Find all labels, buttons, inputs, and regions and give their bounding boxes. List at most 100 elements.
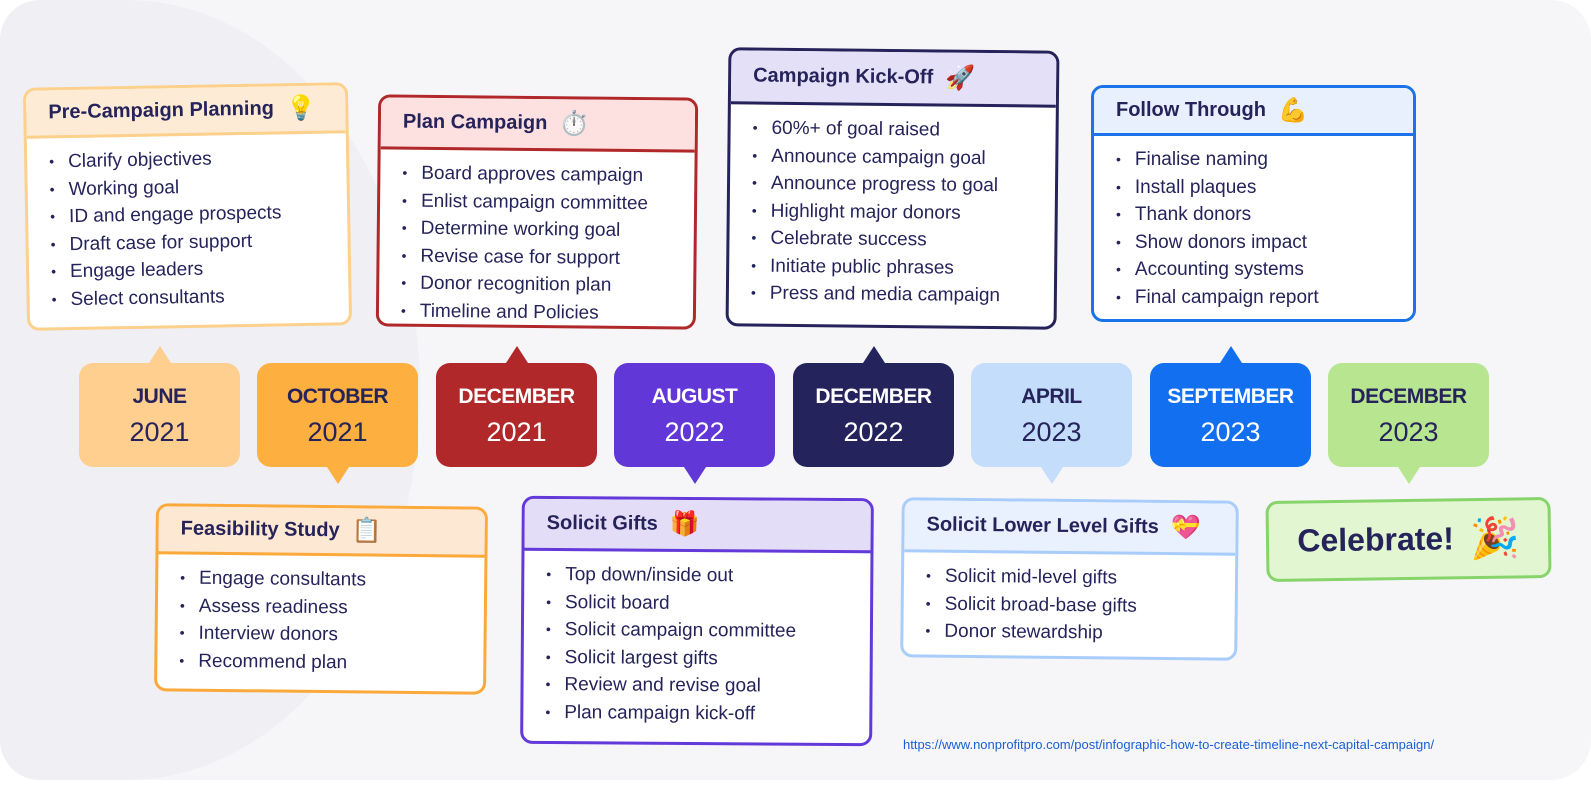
bullet: • — [1116, 233, 1121, 250]
celebrate-card: Celebrate! 🎉 — [1265, 497, 1552, 582]
date-year: 2023 — [1200, 417, 1261, 447]
phase-task: •Solicit campaign committee — [546, 616, 848, 646]
pointer-arrow — [863, 346, 885, 363]
phase-task: •Finalise naming — [1116, 146, 1391, 174]
date-marker: DECEMBER 2021 — [436, 346, 597, 467]
task-text: Engage leaders — [69, 258, 204, 283]
phase-task: •Revise case for support — [401, 242, 671, 272]
task-text: Solicit largest gifts — [564, 646, 718, 669]
bullet: • — [546, 565, 552, 582]
phase-task: •Install plaques — [1116, 174, 1391, 202]
pointer-arrow — [149, 346, 171, 363]
task-list: •Clarify objectives•Working goal•ID and … — [27, 133, 349, 314]
card-header: Solicit Gifts 🎁 — [524, 498, 871, 554]
clipboard-icon: 📋 — [351, 517, 382, 545]
task-text: Final campaign report — [1134, 286, 1319, 308]
bullet: • — [1116, 288, 1121, 305]
pointer-arrow — [1398, 467, 1420, 484]
card-title: Pre-Campaign Planning — [48, 97, 275, 124]
date-year: 2021 — [307, 417, 368, 447]
bullet: • — [400, 302, 406, 319]
task-list: • Engage consultants • Assess readiness•Int… — [157, 554, 484, 677]
phase-task: •Donor recognition plan — [401, 270, 671, 300]
bullet: • — [180, 569, 186, 586]
phase-task: •Determine working goal — [402, 215, 672, 245]
task-text: Donor recognition plan — [420, 272, 612, 296]
date-month: SEPTEMBER — [1167, 385, 1294, 408]
rocket-icon: 🚀 — [945, 64, 976, 92]
task-text: Working goal — [68, 176, 180, 200]
task-text: Engage consultants — [199, 567, 367, 591]
task-text: Donor stewardship — [944, 620, 1103, 644]
phase-card: Solicit Lower Level Gifts 💝•Solicit mid-… — [900, 497, 1239, 661]
phase-task: • 60%+ of goal raised — [752, 115, 1033, 145]
bullet: • — [49, 180, 55, 197]
task-text: 60%+ of goal raised — [771, 117, 941, 141]
phase-task: • Announce campaign goal — [752, 142, 1033, 172]
task-text: Assess readiness — [198, 595, 348, 618]
phase-task: •Highlight major donors — [752, 197, 1033, 227]
date-year: 2021 — [486, 417, 547, 447]
task-text: Highlight major donors — [770, 200, 961, 224]
task-text: Solicit mid-level gifts — [944, 565, 1118, 589]
task-text: Initiate public phrases — [769, 255, 954, 279]
phase-card: Feasibility Study 📋 • Engage consultants • A… — [154, 503, 488, 695]
task-text: Press and media campaign — [769, 282, 1001, 307]
card-header: Follow Through 💪 — [1094, 88, 1413, 136]
bullet: • — [545, 620, 551, 637]
bullet: • — [751, 229, 757, 246]
task-text: Clarify objectives — [67, 148, 212, 173]
phase-task: •Board approves campaign — [402, 160, 672, 190]
date-marker: DECEMBER 2023 — [1328, 363, 1489, 484]
card-title: Feasibility Study — [180, 517, 340, 542]
gift-icon: 🎁 — [669, 510, 700, 539]
card-title: Follow Through — [1116, 99, 1266, 121]
phase-task: • Solicit mid-level gifts — [926, 562, 1213, 593]
phase-task: •Interview donors — [179, 620, 461, 650]
phase-task: •Enlist campaign committee — [402, 187, 672, 217]
heart-ribbon-icon: 💝 — [1170, 514, 1201, 542]
date-month: JUNE — [132, 385, 187, 408]
bullet: • — [750, 284, 756, 301]
bullet: • — [179, 652, 185, 669]
source-link[interactable]: https://www.nonprofitpro.com/post/infogr… — [903, 737, 1435, 752]
date-month: DECEMBER — [1350, 385, 1467, 408]
pointer-arrow — [1041, 467, 1063, 484]
bullet: • — [1116, 261, 1121, 277]
date-marker: APRIL 2023 — [971, 363, 1132, 484]
bullet: • — [752, 147, 758, 164]
card-header: Campaign Kick-Off 🚀 — [730, 50, 1057, 108]
bullet: • — [1116, 206, 1121, 222]
task-text: Plan campaign kick-off — [564, 701, 756, 724]
phase-task: •Show donors impact — [1116, 229, 1391, 257]
bullet: • — [545, 703, 551, 720]
date-year: 2023 — [1021, 417, 1082, 447]
card-header: Pre-Campaign Planning 💡 — [25, 85, 346, 139]
phase-task: • Plan campaign kick-off — [545, 698, 847, 728]
phase-card: Plan Campaign ⏱️•Board approves campaign… — [375, 94, 699, 330]
phase-task: •Top down/inside out — [546, 561, 848, 591]
bullet: • — [545, 648, 551, 665]
task-list: •Top down/inside out•Solicit board•Solic… — [523, 551, 870, 728]
phase-task: •Celebrate success — [751, 225, 1032, 255]
bullet: • — [752, 119, 758, 136]
flexed-biceps-icon: 💪 — [1277, 97, 1308, 124]
task-text: Finalise naming — [1134, 149, 1268, 170]
task-text: Review and revise goal — [564, 674, 761, 697]
task-text: Determine working goal — [420, 217, 621, 241]
phase-task: •Review and revise goal — [545, 671, 847, 701]
task-text: Announce campaign goal — [771, 145, 986, 169]
bullet: • — [925, 567, 932, 584]
task-text: Install plaques — [1134, 176, 1257, 198]
task-text: Recommend plan — [198, 650, 348, 673]
pointer-arrow — [1220, 346, 1242, 363]
pointer-arrow — [327, 467, 349, 484]
date-year: 2022 — [843, 417, 904, 447]
task-text: ID and engage prospects — [68, 202, 282, 228]
phase-task: • Engage consultants — [180, 565, 462, 595]
bullet: • — [179, 624, 185, 641]
task-text: Board approves campaign — [421, 162, 644, 187]
bullet: • — [751, 257, 757, 274]
date-marker: DECEMBER 2022 — [793, 346, 954, 467]
phase-card: Pre-Campaign Planning 💡 • Clarify objectiv… — [22, 82, 353, 331]
